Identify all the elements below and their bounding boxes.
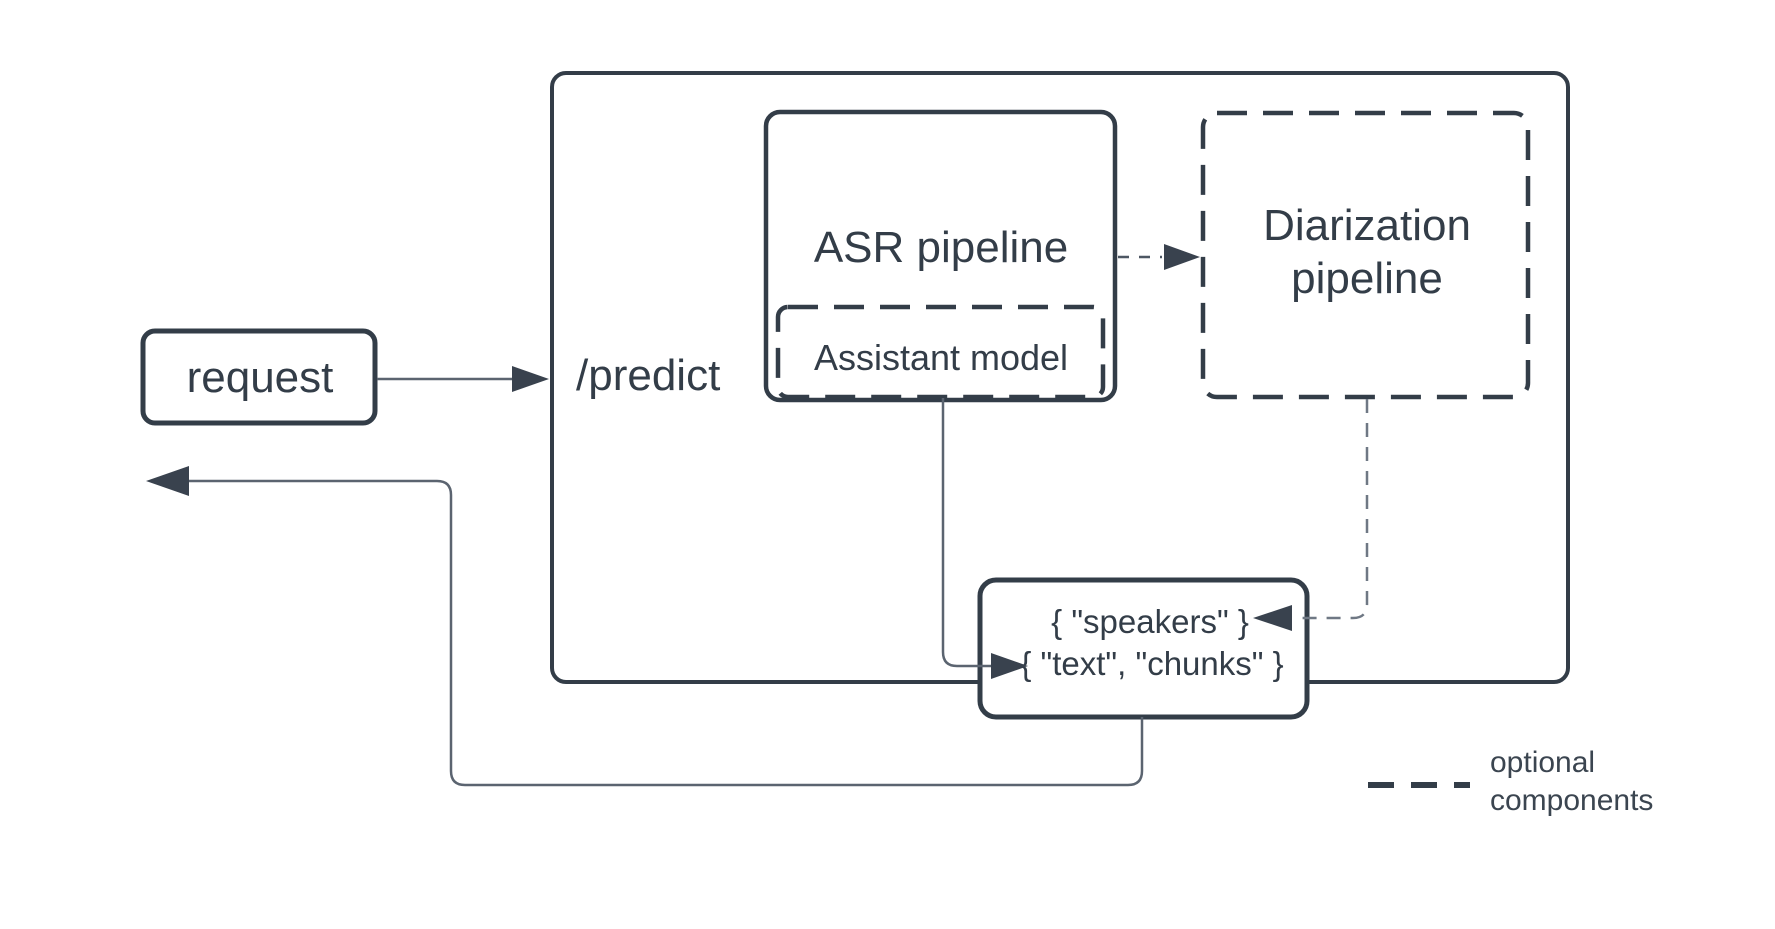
asr-to-diarization-arrow <box>1118 244 1200 270</box>
diarization-to-response-connector <box>1253 399 1369 631</box>
legend-label-line2: components <box>1490 784 1653 817</box>
diarization-pipeline-label-line1: Diarization <box>1263 201 1471 250</box>
diarization-to-response-arrowhead-icon <box>1253 605 1292 631</box>
request-label: request <box>187 353 334 402</box>
asr-pipeline-label: ASR pipeline <box>814 223 1068 272</box>
request-box <box>140 328 378 426</box>
response-label-line2: { "text", "chunks" } <box>1020 645 1283 682</box>
legend-label-line1: optional <box>1490 746 1595 779</box>
predict-container-label: /predict <box>576 351 720 400</box>
asr-to-diarization-arrowhead-icon <box>1164 244 1200 270</box>
request-to-predict-arrow <box>377 366 549 392</box>
assistant-model-box <box>775 304 1106 400</box>
request-to-predict-arrowhead-icon <box>512 366 549 392</box>
response-return-line <box>189 479 1144 787</box>
response-return-arrow <box>146 466 1144 787</box>
legend: optional components <box>1368 746 1653 817</box>
asr-to-response-arrowhead-icon <box>991 653 1028 679</box>
response-box <box>977 577 1310 720</box>
diarization-pipeline-box <box>1200 110 1531 400</box>
response-label-line1: { "speakers" } <box>1051 603 1249 640</box>
diarization-to-response-line <box>1294 399 1369 620</box>
asr-to-response-connector <box>941 398 1028 679</box>
response-return-arrowhead-icon <box>146 466 189 496</box>
diarization-pipeline-label-line2: pipeline <box>1291 254 1443 303</box>
assistant-model-label: Assistant model <box>814 337 1068 378</box>
asr-to-response-line <box>941 398 991 668</box>
